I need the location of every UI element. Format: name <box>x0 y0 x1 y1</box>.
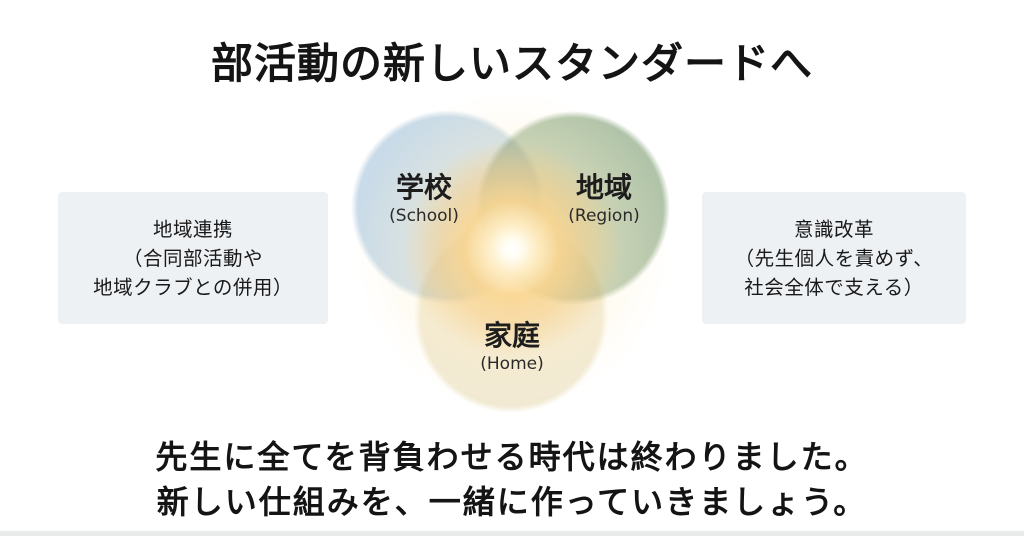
venn-label-region-jp: 地域 <box>575 171 632 204</box>
note-line: （合同部活動や <box>122 246 263 270</box>
venn-label-home: 家庭 (Home) <box>480 319 543 376</box>
note-line: 地域連携 <box>152 217 233 241</box>
closing-line-1: 先生に全てを背負わせる時代は終わりました。 <box>155 438 869 476</box>
venn-label-school-en: (School) <box>389 206 459 226</box>
note-box-mindset-reform: 意識改革 （先生個人を責めず、 社会全体で支える） <box>702 192 966 324</box>
venn-label-home-jp: 家庭 <box>483 319 540 352</box>
venn-label-region-en: (Region) <box>568 206 640 226</box>
note-line: 意識改革 <box>793 217 874 241</box>
closing-message: 先生に全てを背負わせる時代は終わりました。 新しい仕組みを、一緒に作っていきまし… <box>0 435 1024 525</box>
letterbox-strip <box>0 531 1024 536</box>
note-line: 社会全体で支える） <box>744 275 924 299</box>
note-line: （先生個人を責めず、 <box>734 246 934 270</box>
note-line: 地域クラブとの併用） <box>93 275 293 299</box>
closing-line-2: 新しい仕組みを、一緒に作っていきましょう。 <box>156 483 868 521</box>
slide-title: 部活動の新しいスタンダードへ <box>210 39 813 88</box>
note-box-region-collaboration: 地域連携 （合同部活動や 地域クラブとの併用） <box>58 192 328 324</box>
venn-label-home-en: (Home) <box>480 354 544 374</box>
venn-label-school-jp: 学校 <box>395 171 453 204</box>
venn-label-region: 地域 (Region) <box>568 171 639 228</box>
venn-diagram: 学校 (School) 地域 (Region) 家庭 (Home) <box>330 89 700 425</box>
venn-label-school: 学校 (School) <box>389 171 459 228</box>
venn-circle-home <box>414 219 608 413</box>
